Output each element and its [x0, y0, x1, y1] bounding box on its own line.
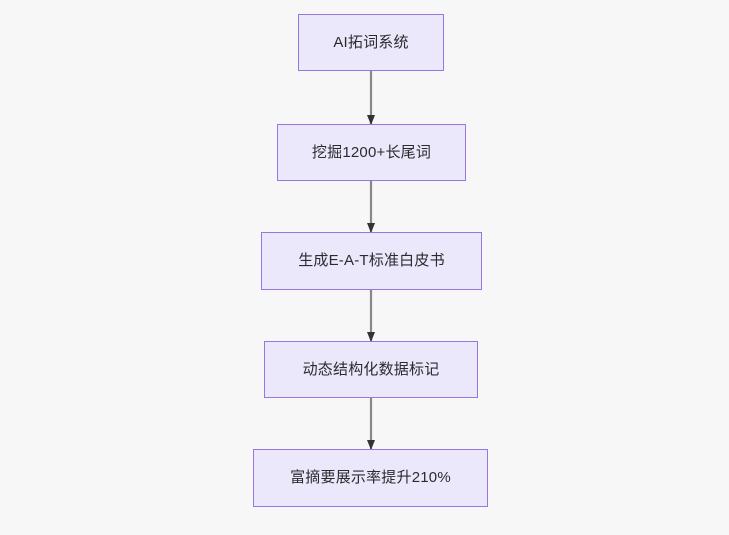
flowchart-node-rich-snippet-impression-uplift[interactable]: 富摘要展示率提升210%	[253, 449, 488, 507]
node-label: 挖掘1200+长尾词	[311, 143, 432, 161]
node-label: 动态结构化数据标记	[302, 360, 440, 378]
flowchart-node-dynamic-structured-data-markup[interactable]: 动态结构化数据标记	[264, 341, 478, 398]
node-label: 富摘要展示率提升210%	[290, 469, 451, 486]
flowchart-node-generate-eat-whitepaper[interactable]: 生成E-A-T标准白皮书	[261, 232, 482, 290]
flowchart-node-ai-keyword-system[interactable]: AI拓词系统	[298, 14, 444, 71]
flowchart-node-mine-longtail-keywords[interactable]: 挖掘1200+长尾词	[277, 124, 466, 181]
node-label: AI拓词系统	[333, 33, 409, 51]
node-label: 生成E-A-T标准白皮书	[298, 252, 445, 269]
